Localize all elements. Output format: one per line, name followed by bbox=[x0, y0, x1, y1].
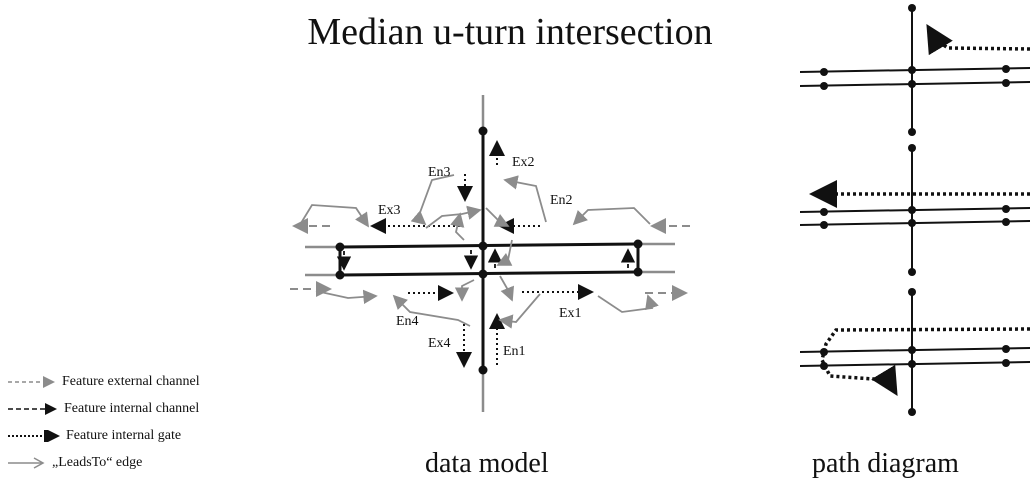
legend: Feature external channel Feature interna… bbox=[6, 368, 200, 476]
legend-label: Feature internal gate bbox=[66, 427, 182, 443]
path-diagram bbox=[799, 4, 1031, 416]
legend-label: Feature internal channel bbox=[64, 400, 200, 416]
legend-label: „LeadsTo“ edge bbox=[52, 454, 143, 470]
gray-dashed-arrow-icon bbox=[8, 375, 55, 388]
label-ex4: Ex4 bbox=[428, 336, 451, 351]
label-en4: En4 bbox=[396, 314, 419, 329]
legend-item-external-channel: Feature external channel bbox=[6, 368, 200, 395]
gray-solid-arrow-icon bbox=[8, 456, 45, 469]
legend-item-internal-channel: Feature internal channel bbox=[6, 395, 200, 422]
label-en1: En1 bbox=[503, 344, 526, 359]
caption-path-diagram: path diagram bbox=[812, 448, 959, 479]
diagram-title: Median u-turn intersection bbox=[307, 11, 713, 53]
label-ex3: Ex3 bbox=[378, 203, 401, 218]
label-ex2: Ex2 bbox=[512, 155, 535, 170]
label-ex1: Ex1 bbox=[559, 306, 582, 321]
legend-item-leadsto-edge: „LeadsTo“ edge bbox=[6, 449, 200, 476]
legend-item-internal-gate: Feature internal gate bbox=[6, 422, 200, 449]
black-dotted-arrow-icon bbox=[8, 429, 60, 442]
label-en2: En2 bbox=[550, 193, 573, 208]
black-dashed-arrow-icon bbox=[8, 402, 57, 415]
legend-label: Feature external channel bbox=[62, 373, 200, 389]
caption-data-model: data model bbox=[425, 448, 549, 479]
data-model-diagram: En3 Ex2 Ex3 En2 En4 Ex1 Ex4 En1 bbox=[290, 95, 690, 412]
label-en3: En3 bbox=[428, 165, 451, 180]
